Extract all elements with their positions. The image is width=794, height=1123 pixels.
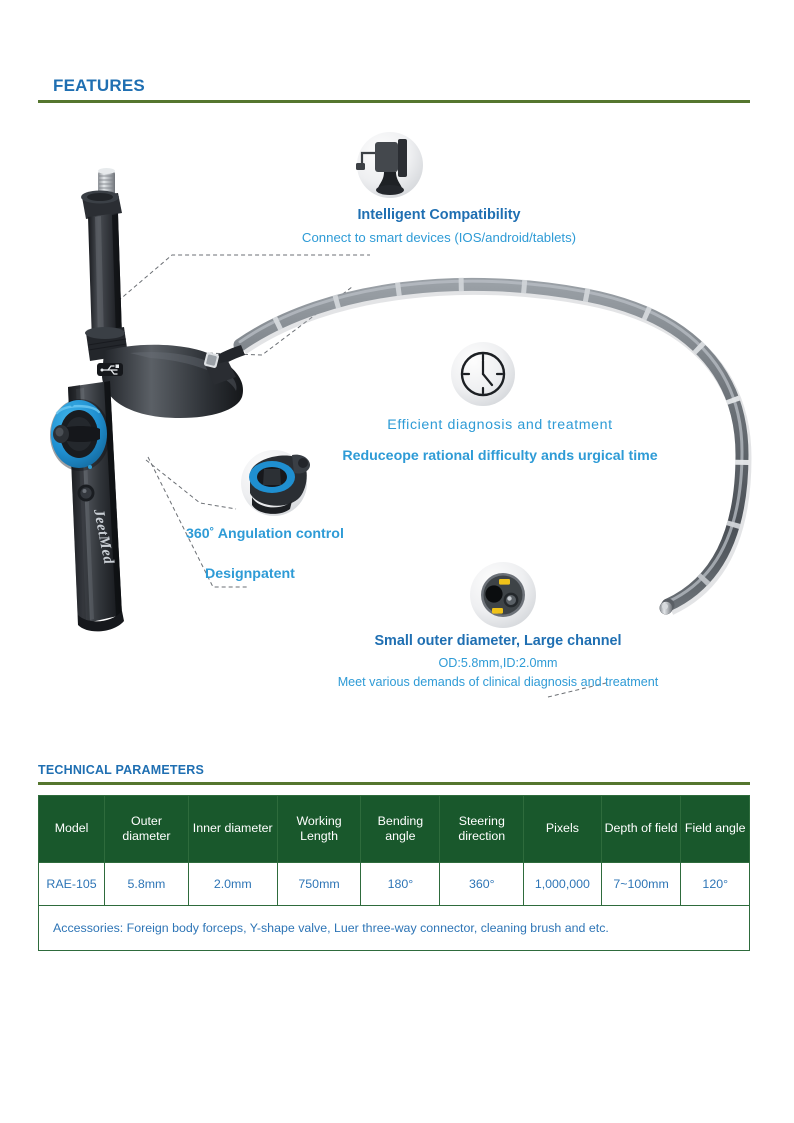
column-header-depth-of-field: Depth of field	[600, 795, 682, 863]
instrument-port	[203, 352, 236, 385]
cell-outer-diameter: 5.8mm	[104, 862, 189, 906]
leader-lines	[117, 254, 607, 698]
callout-line-2: Reduceope rational difficulty ands urgic…	[342, 448, 658, 465]
table-header-row: Model Outer diameter Inner diameter Work…	[37, 795, 750, 863]
cell-pixels: 1,000,000	[523, 862, 602, 906]
column-header-outer-diameter: Outer diameter	[104, 795, 189, 863]
callout-subtext: Connect to smart devices (IOS/android/ta…	[301, 230, 577, 246]
angulation-wheel-icon	[241, 450, 310, 516]
column-header-steering-direction: Steering direction	[439, 795, 525, 863]
distal-tip	[659, 598, 675, 615]
column-header-inner-diameter: Inner diameter	[187, 795, 278, 863]
angulation-wheel	[50, 399, 110, 471]
callout-headline: Intelligent Compatibility	[357, 207, 521, 223]
table-row: RAE-105 5.8mm 2.0mm 750mm 180° 360° 1,00…	[37, 862, 750, 906]
endoscope-handle: JeetMed	[50, 168, 243, 632]
callout-small-outer-diameter: Small outer diameter, Large channel OD:5…	[288, 632, 708, 691]
callout-line-2: Designpatent	[205, 566, 295, 583]
technical-divider	[38, 782, 750, 785]
cell-steering-direction: 360°	[439, 862, 525, 906]
table-row-accessories: Accessories: Foreign body forceps, Y-sha…	[38, 905, 750, 951]
technical-section-title: TECHNICAL PARAMETERS	[38, 763, 205, 777]
callout-subtext-2: Meet various demands of clinical diagnos…	[337, 675, 659, 690]
usb-icon	[97, 363, 123, 376]
cell-model: RAE-105	[37, 862, 106, 906]
connector-post	[98, 168, 115, 197]
control-button	[77, 484, 95, 502]
column-header-bending-angle: Bending angle	[360, 795, 441, 863]
cell-field-angle: 120°	[680, 862, 750, 906]
callout-headline: Small outer diameter, Large channel	[374, 633, 622, 649]
cell-working-length: 750mm	[276, 862, 362, 906]
callout-efficient-diagnosis: Efficient diagnosis and treatment Reduce…	[290, 416, 710, 466]
callout-angulation-control: 360˚ Angulation control Designpatent	[186, 525, 344, 584]
callout-line-1: Efficient diagnosis and treatment	[387, 417, 613, 433]
features-section-title: FEATURES	[53, 76, 145, 95]
callout-intelligent-compatibility: Intelligent Compatibility Connect to sma…	[274, 206, 604, 247]
cell-accessories: Accessories: Foreign body forceps, Y-sha…	[38, 905, 750, 951]
smart-device-holder-icon	[356, 132, 423, 198]
product-illustration: JeetMed	[0, 105, 794, 725]
technical-parameters-table: Model Outer diameter Inner diameter Work…	[37, 795, 750, 951]
column-header-model: Model	[37, 795, 106, 863]
callout-subtext: OD:5.8mm,ID:2.0mm	[438, 656, 558, 671]
callout-line-1: 360˚ Angulation control	[186, 526, 344, 542]
cell-depth-of-field: 7~100mm	[600, 862, 682, 906]
column-header-field-angle: Field angle	[680, 795, 750, 863]
clock-icon	[451, 342, 515, 406]
column-header-working-length: Working Length	[276, 795, 362, 863]
features-divider	[38, 100, 750, 103]
column-header-pixels: Pixels	[523, 795, 602, 863]
distal-tip-icon	[470, 562, 536, 628]
cell-inner-diameter: 2.0mm	[187, 862, 278, 906]
cell-bending-angle: 180°	[360, 862, 441, 906]
